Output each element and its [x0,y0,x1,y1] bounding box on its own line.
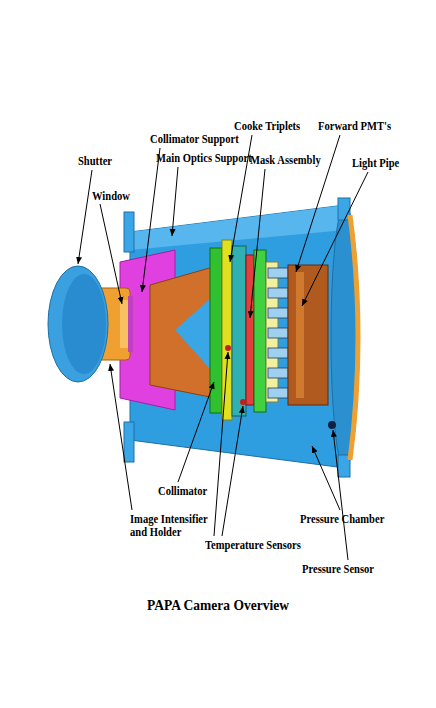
part-label: Main Optics Support [156,152,252,165]
leader-lines [78,135,368,560]
part-label: Collimator Support [150,133,239,146]
part-label: Cooke Triplets [234,120,300,133]
part-label: Forward PMT's [318,120,391,133]
part-label: Light Pipe [352,157,399,170]
part-label: Pressure Chamber [300,513,384,526]
part-label: Temperature Sensors [205,539,301,552]
part-label: Pressure Sensor [302,563,374,576]
figure-caption: PAPA Camera Overview [147,597,289,614]
part-label: Shutter [78,155,112,168]
part-label: Mask Assembly [250,154,321,167]
part-label: Collimator [158,485,207,498]
part-label: Image Intensifier and Holder [130,513,209,539]
part-label: Window [92,190,130,203]
